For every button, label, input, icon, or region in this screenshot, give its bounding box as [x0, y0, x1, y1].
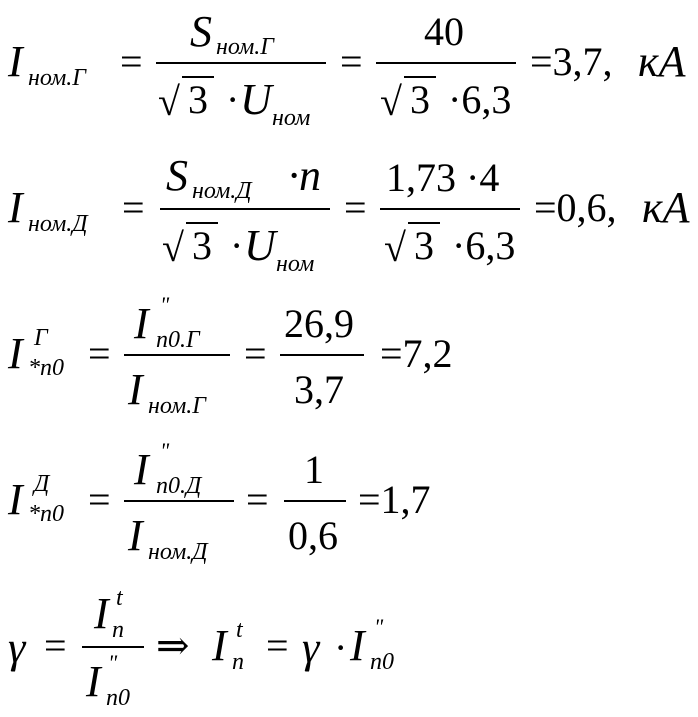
equals-sign: = [344, 185, 367, 230]
subscript: *п0 [28, 355, 64, 381]
symbol-U: U [244, 221, 276, 270]
subscript: ном.Д [28, 211, 88, 237]
equals-sign: = [88, 331, 111, 376]
sqrt-overline [186, 222, 218, 224]
fraction-bar [376, 62, 516, 64]
equals-sign: = [120, 39, 143, 84]
sqrt-overline [408, 222, 440, 224]
equals-sign: = [266, 623, 289, 668]
equation-rated-current-motor: I ном.Д = S ном.Д ·n √ 3 · U ном = 1,73 … [0, 146, 698, 286]
denominator-value: 3,7 [294, 367, 344, 412]
unit: кА [642, 183, 690, 232]
subscript: п0.Д [156, 473, 202, 499]
implies-arrow-icon: ⇒ [156, 623, 190, 668]
superscript: t [116, 585, 123, 611]
dot-operator: · [230, 223, 244, 268]
result-value: =3,7, [530, 39, 613, 84]
fraction-bar [280, 354, 364, 356]
superscript: Д [34, 471, 50, 497]
superscript: " [160, 292, 170, 317]
subscript: п0 [106, 685, 130, 711]
denominator-value: ·6,3 [448, 77, 512, 122]
denominator-value: ·6,3 [452, 223, 516, 268]
equation-gamma-relation: γ = I t п I " п0 ⇒ I t п = γ · I " п0 [0, 584, 698, 717]
subscript: ном.Д [148, 539, 208, 565]
symbol-I: I [8, 329, 23, 378]
numerator-value: 40 [424, 9, 464, 54]
subscript: ном [272, 105, 311, 131]
numerator-factor: ·n [288, 151, 321, 200]
fraction-bar [124, 354, 230, 356]
subscript: п0.Г [156, 327, 200, 353]
equals-sign: = [340, 39, 363, 84]
symbol-I: I [350, 621, 365, 670]
superscript: t [236, 617, 243, 643]
subscript: ном [276, 251, 315, 277]
symbol-I: I [86, 657, 101, 706]
fraction-bar [160, 208, 330, 210]
equals-sign: = [44, 623, 67, 668]
symbol-S: S [166, 151, 188, 200]
numerator-value: 26,9 [284, 301, 354, 346]
subscript: ном.Г [148, 393, 206, 419]
subscript: п [112, 617, 124, 643]
radicand: 3 [188, 77, 208, 122]
subscript: ном.Г [28, 65, 86, 91]
subscript: ном.Г [216, 34, 274, 60]
sqrt-icon: √ [380, 79, 402, 124]
radicand: 3 [410, 77, 430, 122]
symbol-gamma: γ [302, 623, 320, 672]
equation-relative-current-motor: I Д *п0 = I " п0.Д I ном.Д = 1 0,6 =1,7 [0, 438, 698, 578]
symbol-I: I [8, 37, 23, 86]
sqrt-icon: √ [158, 79, 180, 124]
superscript: " [160, 438, 170, 463]
numerator-value: 1,73 ·4 [386, 155, 500, 200]
symbol-I: I [134, 445, 149, 494]
equals-sign: = [244, 331, 267, 376]
sqrt-icon: √ [384, 225, 406, 270]
radicand: 3 [192, 223, 212, 268]
fraction-bar [284, 500, 346, 502]
symbol-I: I [8, 475, 23, 524]
symbol-U: U [240, 75, 272, 124]
symbol-I: I [212, 621, 227, 670]
equals-sign: = [122, 185, 145, 230]
equation-relative-current-generator: I Г *п0 = I " п0.Г I ном.Г = 26,9 3,7 =7… [0, 292, 698, 432]
equals-sign: = [88, 477, 111, 522]
sqrt-overline [182, 76, 214, 78]
subscript: ном.Д [192, 178, 252, 204]
sqrt-overline [404, 76, 436, 78]
symbol-gamma: γ [8, 623, 26, 672]
fraction-bar [82, 646, 144, 648]
symbol-I: I [134, 299, 149, 348]
subscript: *п0 [28, 501, 64, 527]
fraction-bar [380, 208, 520, 210]
radicand: 3 [414, 223, 434, 268]
superscript: " [374, 614, 384, 639]
symbol-S: S [190, 7, 212, 56]
equation-rated-current-generator: I ном.Г = S ном.Г √ 3 · U ном = 40 √ 3 ·… [0, 0, 698, 140]
subscript: п0 [370, 649, 394, 675]
symbol-I: I [8, 183, 23, 232]
superscript: Г [34, 325, 48, 351]
subscript: п [232, 649, 244, 675]
superscript: " [108, 650, 118, 675]
denominator-value: 0,6 [288, 513, 338, 558]
symbol-I: I [128, 511, 143, 560]
result-value: =0,6, [534, 185, 617, 230]
unit: кА [638, 37, 686, 86]
numerator-value: 1 [304, 447, 324, 492]
dot-operator: · [334, 625, 348, 670]
symbol-I: I [94, 589, 109, 638]
fraction-bar [156, 62, 326, 64]
equals-sign: = [246, 477, 269, 522]
result-value: =1,7 [358, 477, 431, 522]
sqrt-icon: √ [162, 225, 184, 270]
fraction-bar [124, 500, 234, 502]
result-value: =7,2 [380, 331, 453, 376]
symbol-I: I [128, 365, 143, 414]
dot-operator: · [226, 77, 240, 122]
